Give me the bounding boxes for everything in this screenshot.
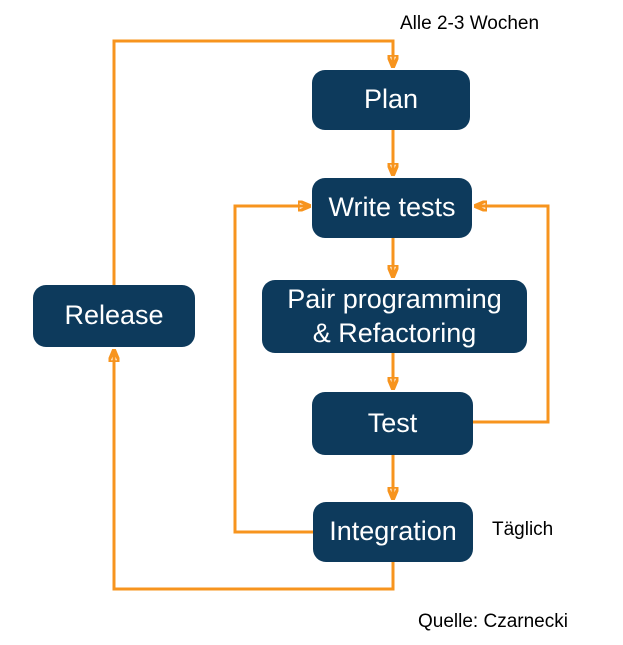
arrow-test-to-write-tests-right-loop [473, 206, 550, 424]
node-write-tests: Write tests [312, 178, 472, 238]
node-test: Test [312, 392, 473, 455]
arrow-integration-to-release [114, 350, 395, 591]
node-release: Release [33, 285, 195, 347]
source-credit-label: Quelle: Czarnecki [418, 611, 568, 632]
node-integration: Integration [313, 502, 473, 562]
arrow-integration-to-write-tests-left-loop [233, 206, 313, 534]
daily-frequency-label: Täglich [492, 519, 554, 540]
node-pair-programming-refactoring: Pair programming & Refactoring [262, 280, 527, 353]
cycle-frequency-label: Alle 2-3 Wochen [400, 13, 540, 34]
node-plan: Plan [312, 70, 470, 130]
arrow-release-to-plan [112, 39, 393, 285]
